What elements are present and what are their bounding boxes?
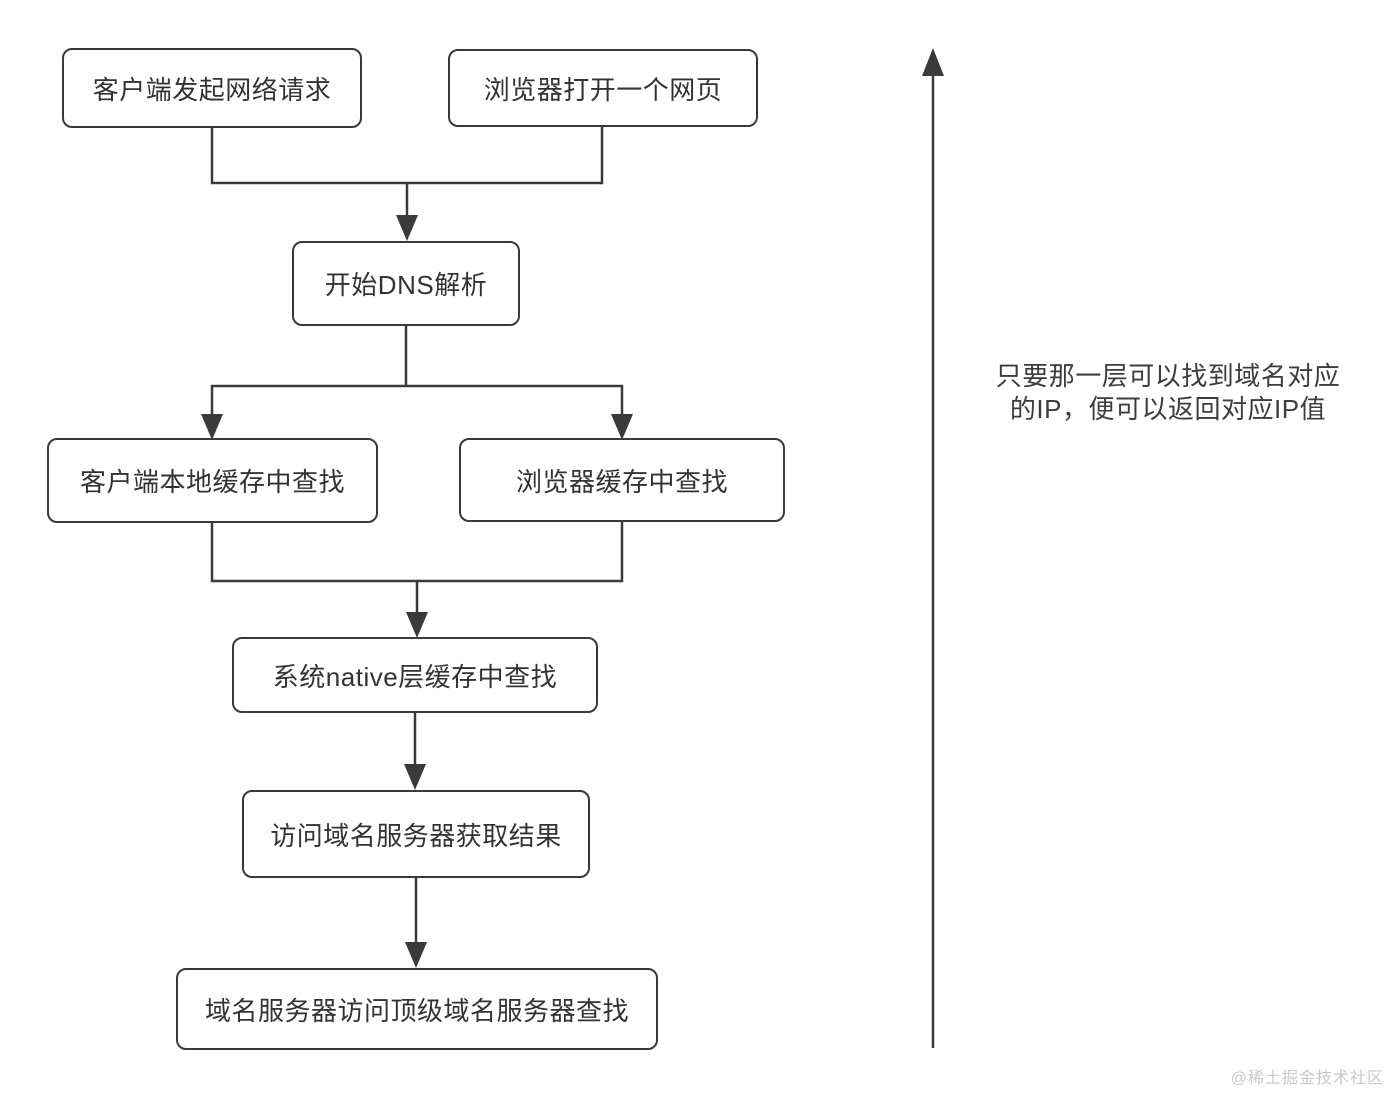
- flow-node-browser-open: 浏览器打开一个网页: [448, 49, 758, 127]
- flow-node-dns-server: 访问域名服务器获取结果: [242, 790, 590, 878]
- flow-node-client-cache: 客户端本地缓存中查找: [47, 438, 378, 523]
- arrowhead-to-dns-start: [396, 215, 418, 241]
- edge-split: [210, 384, 624, 415]
- arrowhead-to-native-cache: [406, 612, 428, 638]
- arrowhead-to-dns-server: [404, 764, 426, 790]
- arrowhead-to-browser-cache: [611, 414, 633, 440]
- arrowhead-to-client-cache: [201, 414, 223, 440]
- flow-node-native-cache: 系统native层缓存中查找: [232, 637, 598, 713]
- arrowhead-to-tld-server: [405, 942, 427, 968]
- flow-node-browser-cache: 浏览器缓存中查找: [459, 438, 785, 522]
- side-annotation-line2: 的IP，便可以返回对应IP值: [1009, 394, 1327, 424]
- side-return-arrowhead-up-icon: [922, 48, 944, 76]
- flow-node-dns-start: 开始DNS解析: [292, 241, 520, 326]
- edge-cache-merge: [210, 522, 624, 583]
- side-annotation: 只要那一层可以找到域名对应 的IP，便可以返回对应IP值: [988, 360, 1348, 426]
- flow-node-client-request: 客户端发起网络请求: [62, 48, 362, 128]
- watermark: @稀土掘金技术社区: [1230, 1070, 1384, 1087]
- edge-top-merge: [210, 127, 604, 185]
- side-annotation-line1: 只要那一层可以找到域名对应: [995, 361, 1341, 391]
- flow-node-tld-server: 域名服务器访问顶级域名服务器查找: [176, 968, 658, 1050]
